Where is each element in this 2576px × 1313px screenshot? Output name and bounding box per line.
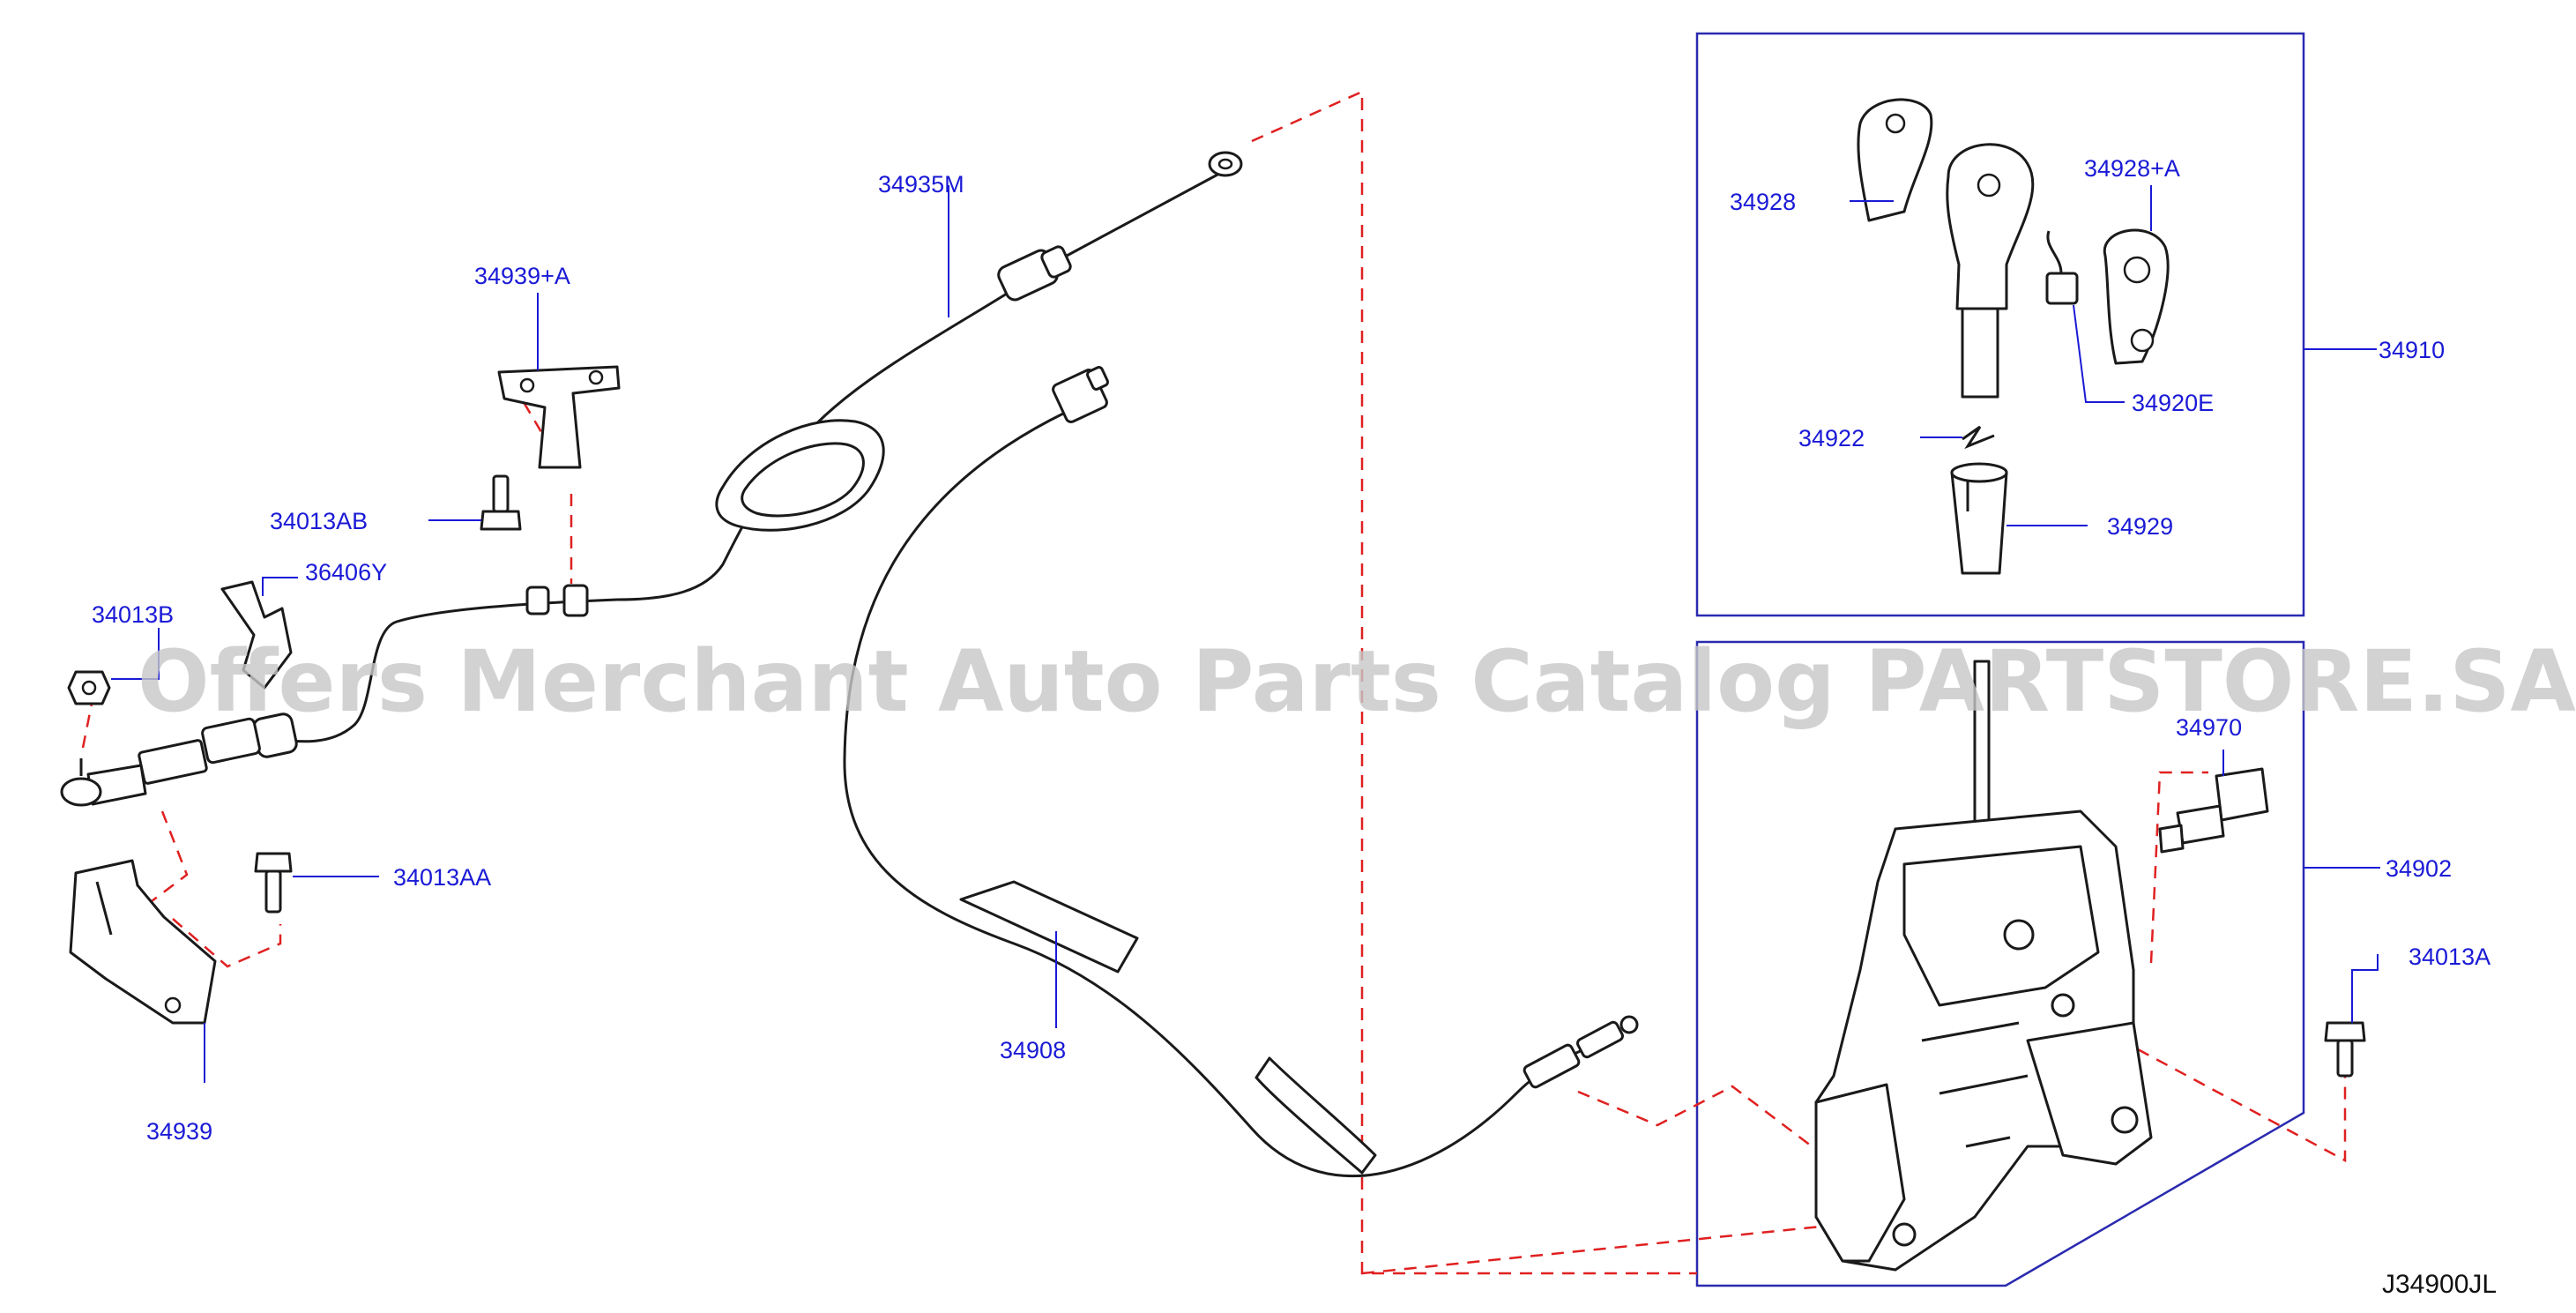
label-34928[interactable]: 34928 (1730, 189, 1796, 215)
nut-34013b (67, 670, 111, 705)
knob-cover-34928 (1857, 98, 1933, 222)
control-cable-34908 (843, 366, 1639, 1178)
label-34013b[interactable]: 34013B (92, 601, 174, 628)
knob-cover-34928a (2103, 228, 2170, 365)
label-34910[interactable]: 34910 (2379, 337, 2445, 363)
shifter-assembly-group-box (1695, 640, 2305, 1287)
label-34922[interactable]: 34922 (1798, 425, 1865, 451)
bracket-34939 (69, 859, 217, 1025)
bolt-34013aa (254, 852, 293, 914)
clip-36406y (220, 580, 293, 690)
bushing-34929 (1950, 462, 2008, 575)
spring-clip-34922 (1962, 425, 1995, 450)
label-36406y[interactable]: 36406Y (305, 559, 387, 586)
assembly-guide-lines (81, 90, 2347, 1275)
label-34929[interactable]: 34929 (2107, 513, 2173, 540)
shifter-assembly-34902 (1814, 660, 2153, 1272)
leader-lines (111, 185, 2380, 1083)
watermark: Offers Merchant Auto Parts Catalog PARTS… (138, 632, 2576, 731)
switch-34970 (2158, 767, 2269, 854)
label-34920e[interactable]: 34920E (2132, 390, 2214, 416)
shift-knob-group-box (1695, 32, 2305, 617)
diagram-code: J34900JL (2382, 1270, 2497, 1299)
label-34928a[interactable]: 34928+A (2084, 155, 2180, 182)
label-34939a[interactable]: 34939+A (474, 263, 570, 289)
label-34013aa[interactable]: 34013AA (393, 864, 491, 891)
shift-knob (1946, 143, 2035, 399)
label-34970[interactable]: 34970 (2176, 714, 2242, 741)
control-cable-34935m (60, 151, 1243, 807)
bracket-34939a (497, 365, 621, 469)
part-labels: 34935M 34939+A 34013AB 36406Y 34013B 340… (92, 155, 2497, 1299)
label-34902[interactable]: 34902 (2386, 855, 2452, 882)
bolt-34013ab (480, 474, 522, 531)
label-34013ab[interactable]: 34013AB (270, 508, 368, 534)
label-34013a[interactable]: 34013A (2408, 944, 2490, 970)
label-34908[interactable]: 34908 (1000, 1037, 1066, 1063)
label-34939[interactable]: 34939 (146, 1118, 212, 1145)
label-34935m[interactable]: 34935M (878, 171, 964, 198)
switch-34920e (2045, 230, 2079, 305)
bolt-34013a (2324, 1021, 2366, 1078)
